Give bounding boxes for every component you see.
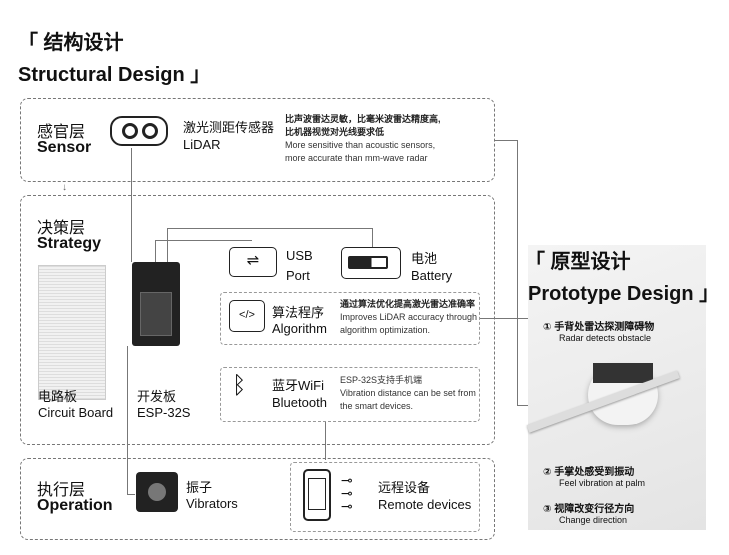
- battery-en: Battery: [411, 268, 453, 283]
- vib-en: Vibrators: [186, 496, 238, 511]
- algo-desc-en2: algorithm optimization.: [340, 325, 431, 335]
- sensor-desc-en1: More sensitive than acoustic sensors,: [285, 140, 436, 150]
- circuit-board-image: [38, 265, 106, 400]
- bluetooth-box: [220, 367, 480, 422]
- lidar-zh: 激光测距传感器: [183, 120, 275, 135]
- step3-zh: ③ 视障改变行径方向: [543, 504, 635, 515]
- esp-zh: 开发板: [137, 389, 177, 404]
- algo-zh: 算法程序: [272, 305, 325, 320]
- title-en: Structural Design 」: [18, 64, 211, 86]
- remote-box: [290, 462, 480, 532]
- strategy-zh: 决策层: [37, 220, 86, 237]
- step1-zh: ① 手背处雷达探测障碍物: [543, 322, 655, 333]
- bt-en: Bluetooth: [272, 395, 327, 410]
- step1-en: Radar detects obstacle: [559, 333, 652, 343]
- bt-desc-zh: ESP-32S支持手机端: [340, 375, 423, 385]
- circuit-en: Circuit Board: [38, 405, 114, 420]
- circuit-zh: 电路板: [38, 389, 78, 404]
- bt-desc-en1: Vibration distance can be set from: [340, 388, 476, 398]
- prototype-title-zh: 「 原型设计: [525, 251, 631, 273]
- code-icon: </>: [229, 300, 265, 332]
- step3-en: Change direction: [559, 515, 628, 525]
- usb-icon: ⇌: [229, 247, 277, 277]
- step2-en: Feel vibration at palm: [559, 478, 646, 488]
- sensor-layer: [20, 98, 495, 182]
- sensor-desc-zh2: 比机器视觉对光线要求低: [285, 127, 385, 137]
- battery-zh: 电池: [411, 251, 438, 266]
- phone-icon: [303, 469, 331, 521]
- lidar-icon: [110, 116, 168, 146]
- usb-zh: USB: [286, 248, 313, 263]
- usb-en: Port: [286, 268, 310, 283]
- operation-layer: [20, 458, 495, 540]
- algo-desc-zh: 通过算法优化提高激光雷达准确率: [340, 299, 476, 309]
- bluetooth-icon: ᛒ: [232, 372, 247, 399]
- strategy-en: Strategy: [37, 235, 102, 252]
- operation-en: Operation: [37, 497, 113, 514]
- remote-zh: 远程设备: [378, 480, 431, 495]
- sensor-desc-en2: more accurate than mm-wave radar: [285, 153, 428, 163]
- sliders-icon: ⊸⊸⊸: [341, 472, 353, 514]
- vibrator-image: [136, 472, 178, 512]
- sensor-zh: 感官层: [37, 124, 86, 141]
- lidar-en: LiDAR: [183, 137, 221, 152]
- bt-zh: 蓝牙WiFi: [272, 378, 324, 393]
- algorithm-box: [220, 292, 480, 345]
- operation-zh: 执行层: [37, 482, 86, 499]
- remote-en: Remote devices: [378, 497, 472, 512]
- esp32-board-image: [132, 262, 180, 346]
- title-zh: 「 结构设计: [18, 32, 124, 54]
- prototype-photo: [526, 245, 706, 530]
- strategy-layer: [20, 195, 495, 445]
- battery-icon: [341, 247, 401, 279]
- algo-en: Algorithm: [272, 321, 327, 336]
- esp-en: ESP-32S: [137, 405, 191, 420]
- arrow-down-icon: ↓: [62, 182, 67, 193]
- algo-desc-en1: Improves LiDAR accuracy through: [340, 312, 478, 322]
- sensor-en: Sensor: [37, 139, 92, 156]
- step2-zh: ② 手掌处感受到振动: [543, 467, 635, 478]
- prototype-title-en: Prototype Design 」: [528, 283, 720, 305]
- vib-zh: 振子: [186, 480, 213, 495]
- bt-desc-en2: the smart devices.: [340, 401, 414, 411]
- sensor-desc-zh1: 比声波雷达灵敏，比毫米波雷达精度高,: [285, 114, 441, 124]
